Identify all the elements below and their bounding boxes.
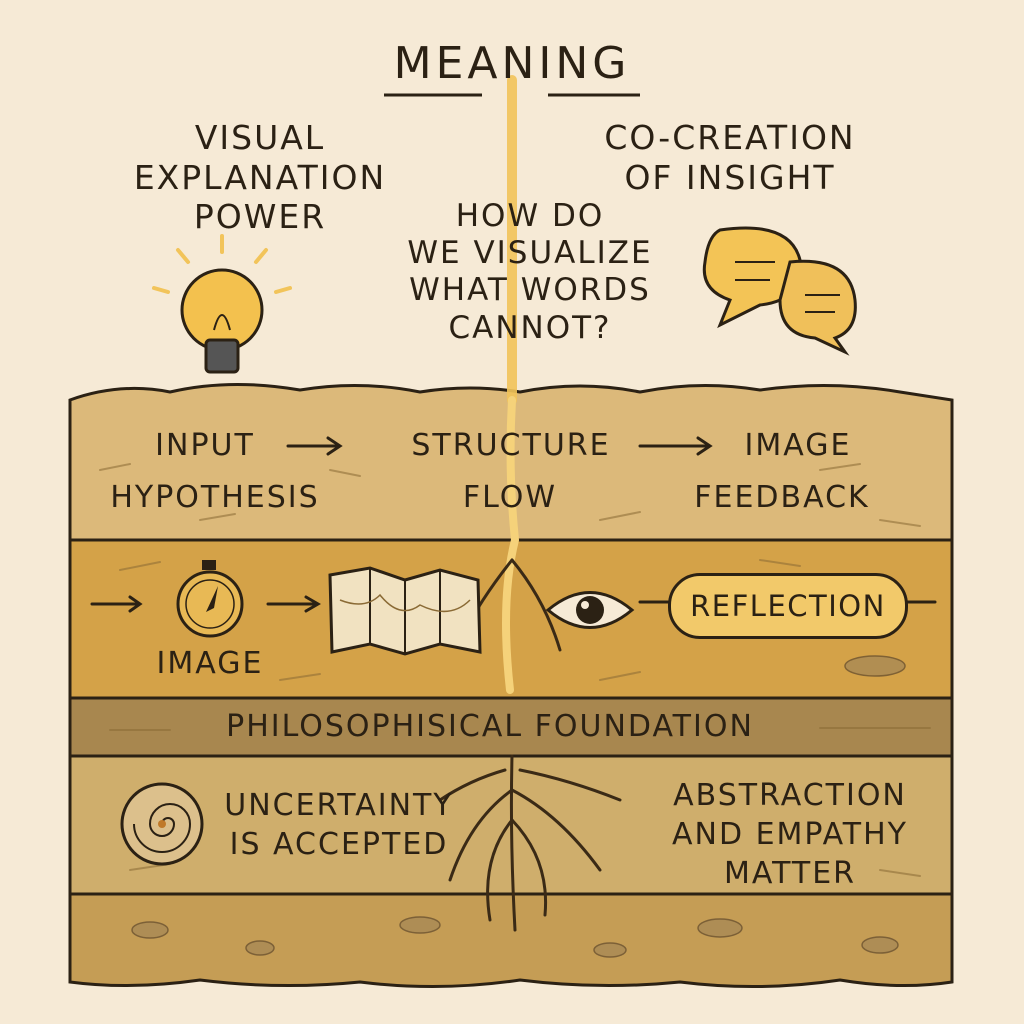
abstraction-label: ABSTRACTION AND EMPATHY MATTER	[671, 778, 908, 891]
lightbulb-icon	[152, 234, 292, 374]
ammonite-fossil-icon	[120, 782, 204, 866]
reflection-pill: REFLECTION	[668, 573, 908, 639]
co-creation-label: CO-CREATION OF INSIGHT	[604, 118, 856, 197]
structure-label: STRUCTURE	[411, 428, 611, 463]
middle-image-label: IMAGE	[156, 646, 264, 681]
roots	[438, 558, 622, 932]
surface-arrows	[90, 436, 937, 613]
light-root	[502, 396, 520, 694]
feedback-label: FEEDBACK	[694, 480, 870, 515]
speech-bubbles-icon	[702, 226, 857, 356]
visual-explanation-label: VISUAL EXPLANATION POWER	[133, 118, 387, 237]
central-question: HOW DO WE VISUALIZE WHAT WORDS CANNOT?	[407, 198, 653, 346]
diagram-title: MEANING	[393, 38, 631, 89]
deep-layer	[68, 892, 954, 989]
flow-label: FLOW	[462, 480, 558, 515]
foundation-label: PHILOSOPHISICAL FOUNDATION	[226, 709, 754, 744]
input-label: INPUT	[155, 428, 255, 463]
map-icon	[328, 566, 482, 656]
eye-icon	[545, 591, 635, 629]
uncertainty-label: UNCERTAINTY IS ACCEPTED	[224, 788, 454, 862]
image-label: IMAGE	[744, 428, 852, 463]
hypothesis-label: HYPOTHESIS	[110, 480, 320, 515]
compass-icon	[176, 560, 244, 638]
